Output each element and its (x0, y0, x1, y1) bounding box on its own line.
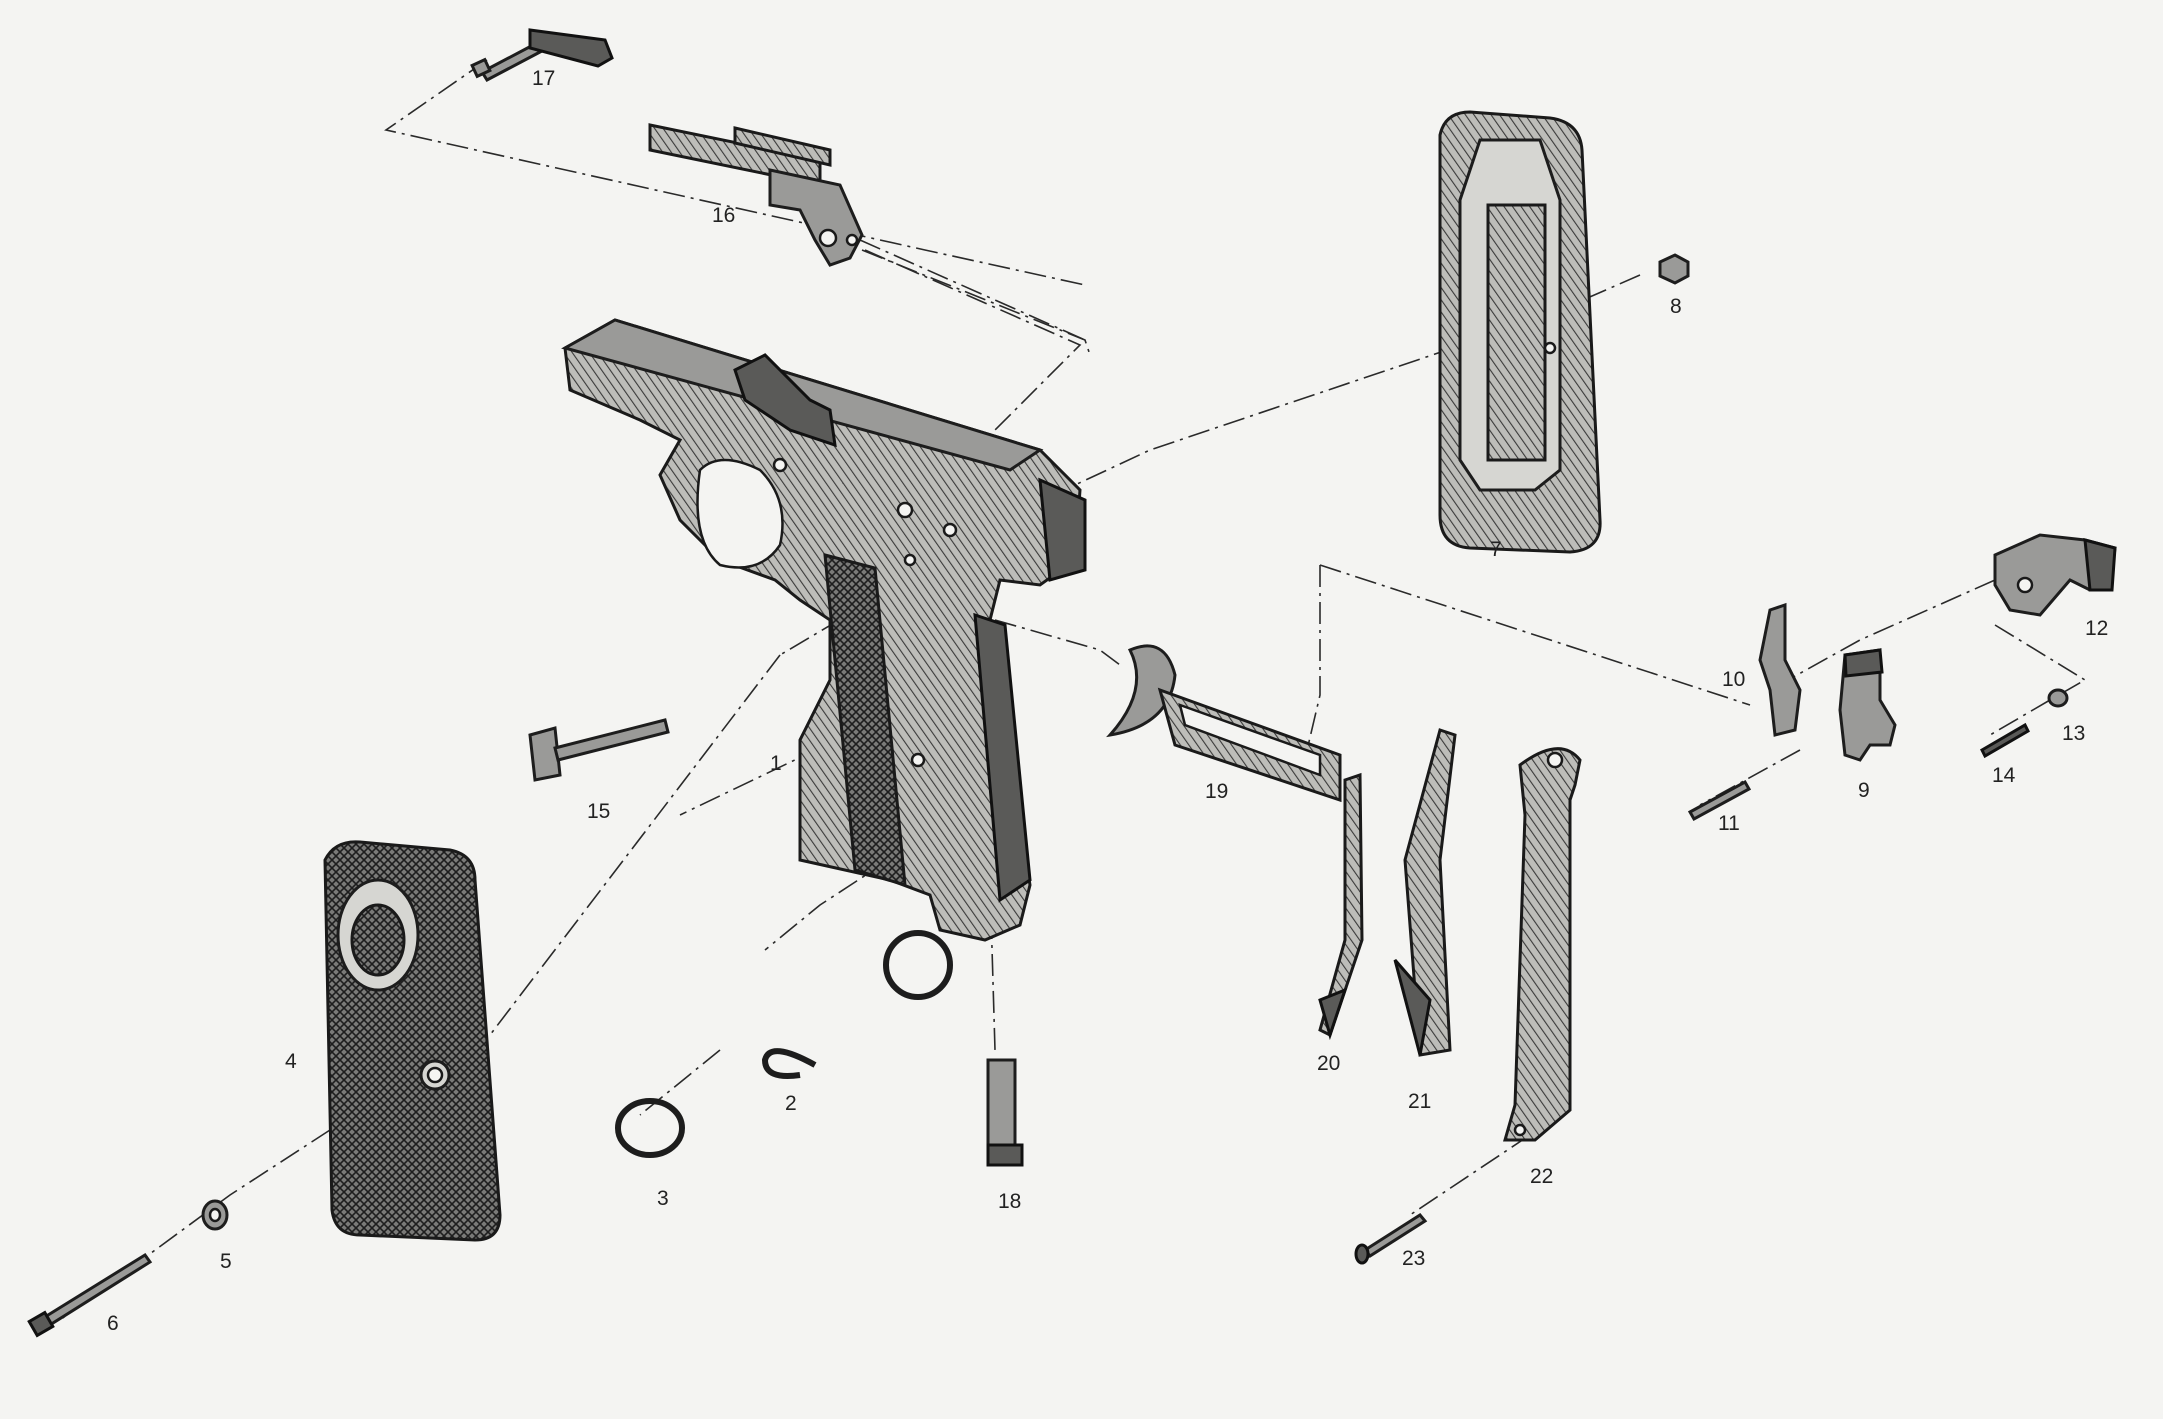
part-15-takedown-pin (528, 718, 670, 782)
label-4: 4 (285, 1050, 297, 1073)
part-20-sear-spring (1318, 772, 1364, 1041)
label-6: 6 (107, 1312, 119, 1335)
part-23-pin (1354, 1213, 1428, 1265)
label-23: 23 (1402, 1247, 1425, 1270)
label-7: 7 (1490, 538, 1502, 561)
part-12-hammer (1993, 533, 2117, 617)
part-6-grip-screw (27, 1252, 153, 1338)
label-3: 3 (657, 1187, 669, 1210)
label-14: 14 (1992, 764, 2016, 787)
label-10: 10 (1722, 668, 1745, 691)
label-16: 16 (712, 204, 735, 227)
label-21: 21 (1408, 1090, 1431, 1113)
label-5: 5 (220, 1250, 232, 1273)
label-13: 13 (2062, 722, 2085, 745)
part-11-pin (1687, 779, 1752, 822)
label-15: 15 (587, 800, 610, 823)
part-21-mainspring (1393, 728, 1457, 1057)
label-12: 12 (2085, 617, 2108, 640)
part-19-trigger (1106, 644, 1342, 803)
label-19: 19 (1205, 780, 1228, 803)
part-22-grip-safety (1503, 747, 1582, 1142)
part-labels: 1 2 3 4 5 6 7 8 9 10 11 12 13 14 15 16 1… (107, 67, 2108, 1335)
part-9-sear (1838, 648, 1897, 762)
label-9: 9 (1858, 779, 1870, 802)
part-1-frame (561, 318, 1087, 942)
part-16-top-slide (648, 123, 864, 267)
part-8-nut (1658, 253, 1690, 285)
label-1: 1 (770, 752, 782, 775)
part-18-magazine-catch (986, 1058, 1024, 1167)
label-20: 20 (1317, 1052, 1340, 1075)
label-22: 22 (1530, 1165, 1553, 1188)
label-11: 11 (1718, 812, 1740, 835)
label-18: 18 (998, 1190, 1021, 1213)
part-10-disconnector (1758, 602, 1802, 737)
part-3-ring (615, 1098, 685, 1158)
part-5-nut (201, 1199, 229, 1231)
lanyard-ring (883, 930, 953, 1000)
part-13-nut (2047, 688, 2069, 708)
part-7-right-grip (1438, 110, 1602, 554)
label-8: 8 (1670, 295, 1682, 318)
part-2-spring-clip (761, 1048, 817, 1079)
part-14-spring (1980, 722, 2030, 759)
part-17-ejector (470, 28, 614, 82)
label-17: 17 (532, 67, 555, 90)
part-4-left-grip (323, 840, 502, 1242)
label-2: 2 (785, 1092, 797, 1115)
